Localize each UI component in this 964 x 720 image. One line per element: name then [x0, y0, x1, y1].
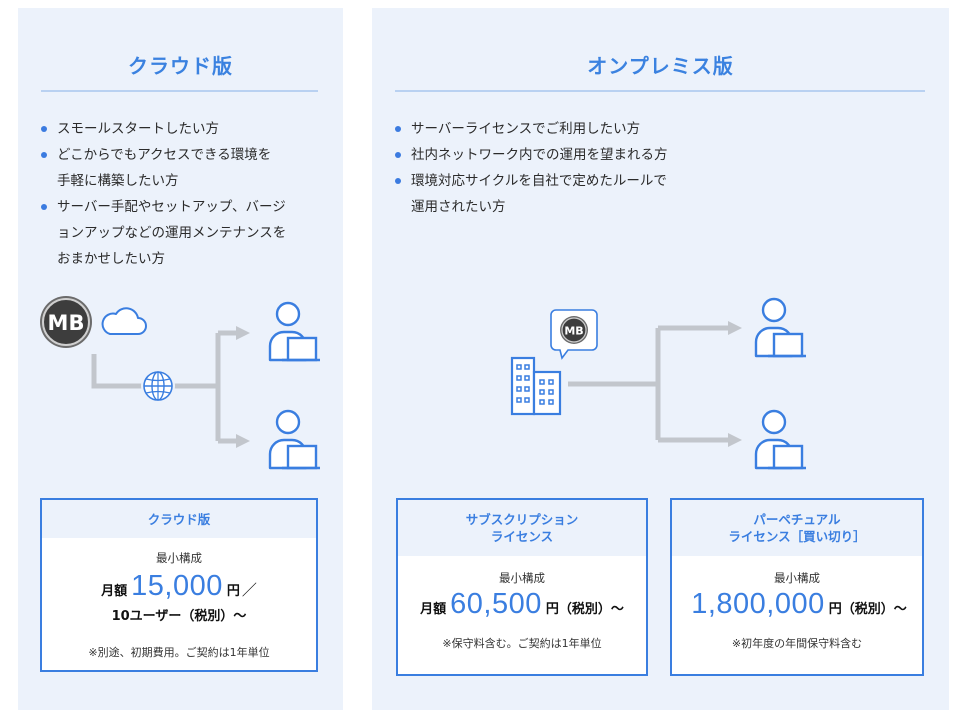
price-unit: 円（税別）～: [545, 602, 624, 617]
cloud-title: クラウド版: [128, 54, 233, 78]
user-pc-icon: [754, 409, 806, 470]
cloud-icon: [101, 307, 147, 335]
subscription-price-body: 最小構成 月額 60,500 円（税別）～ ※保守料含む。ご契約は1年単位: [398, 556, 646, 651]
cloud-feature-item: サーバー手配やセットアップ、バージ ョンアップなどの運用メンテナンスを おまかせ…: [41, 194, 331, 272]
arrow-head-bottom: [236, 434, 250, 448]
onprem-feature-item: 社内ネットワーク内での運用を望まれる方: [395, 142, 915, 168]
connector-lines: [91, 330, 236, 444]
onprem-feature-list: サーバーライセンスでご利用したい方 社内ネットワーク内での運用を望まれる方 環境…: [395, 116, 915, 220]
price-amount: 1,800,000: [691, 588, 825, 620]
onprem-feature-item: 環境対応サイクルを自社で定めたルールで 運用されたい方: [395, 168, 915, 220]
min-config-label: 最小構成: [499, 571, 545, 585]
price-amount: 15,000: [131, 570, 223, 602]
cloud-price-body: 最小構成 月額 15,000 円 ／ 10ユーザー（税別）～ ※別途、初期費用。…: [42, 538, 316, 660]
cloud-price-header: クラウド版: [42, 500, 316, 538]
globe-icon: [141, 369, 175, 403]
price-unit: 円: [226, 584, 240, 599]
mb-logo-icon: MB: [560, 316, 588, 344]
arrow-head-top: [236, 326, 250, 340]
onprem-title-divider: [395, 90, 925, 92]
onprem-diagram: MB: [510, 297, 806, 470]
price-note: ※初年度の年間保守料含む: [731, 637, 863, 650]
perpetual-price-box: パーペチュアル ライセンス［買い切り］ 最小構成 1,800,000 円（税別）…: [670, 498, 924, 676]
cloud-panel: クラウド版 スモールスタートしたい方 どこからでもアクセスできる環境を 手軽に構…: [18, 8, 343, 710]
connector-lines: [568, 325, 730, 443]
price-prefix: 月額: [420, 602, 447, 617]
min-config-label: 最小構成: [156, 551, 202, 565]
price-note: ※別途、初期費用。ご契約は1年単位: [88, 646, 270, 659]
cloud-price-row: 月額 15,000 円 ／: [42, 570, 316, 603]
price-suffix: 10ユーザー（税別）～: [111, 609, 247, 624]
price-amount: 60,500: [450, 588, 542, 620]
mb-logo-text: MB: [564, 325, 583, 338]
subscription-price-row: 月額 60,500 円（税別）～: [398, 588, 646, 621]
cloud-diagram: MB: [40, 296, 320, 470]
cloud-feature-item: スモールスタートしたい方: [41, 116, 331, 142]
subscription-price-box: サブスクリプション ライセンス 最小構成 月額 60,500 円（税別）～ ※保…: [396, 498, 648, 676]
user-pc-icon: [268, 409, 320, 470]
cloud-price-box: クラウド版 最小構成 月額 15,000 円 ／ 10ユーザー（税別）～ ※別途…: [40, 498, 318, 672]
perpetual-price-header: パーペチュアル ライセンス［買い切り］: [672, 500, 922, 556]
user-pc-icon: [754, 297, 806, 358]
subscription-price-header: サブスクリプション ライセンス: [398, 500, 646, 556]
cloud-feature-list: スモールスタートしたい方 どこからでもアクセスできる環境を 手軽に構築したい方 …: [41, 116, 331, 272]
price-slash: ／: [241, 581, 257, 599]
price-prefix: 月額: [101, 584, 128, 599]
onprem-title: オンプレミス版: [587, 54, 734, 78]
cloud-feature-item: どこからでもアクセスできる環境を 手軽に構築したい方: [41, 142, 331, 194]
arrow-head-top: [728, 321, 742, 335]
user-pc-icon: [268, 301, 320, 362]
price-unit: 円（税別）～: [828, 602, 907, 617]
onprem-panel: オンプレミス版 サーバーライセンスでご利用したい方 社内ネットワーク内での運用を…: [372, 8, 949, 710]
perpetual-price-body: 最小構成 1,800,000 円（税別）～ ※初年度の年間保守料含む: [672, 556, 922, 651]
min-config-label: 最小構成: [774, 571, 820, 585]
office-building-icon: [510, 356, 562, 416]
cloud-title-divider: [41, 90, 318, 92]
arrow-head-bottom: [728, 433, 742, 447]
onprem-feature-item: サーバーライセンスでご利用したい方: [395, 116, 915, 142]
perpetual-price-row: 1,800,000 円（税別）～: [672, 588, 922, 621]
speech-bubble-icon: MB: [550, 309, 598, 360]
mb-logo-text: MB: [48, 311, 85, 335]
price-note: ※保守料含む。ご契約は1年単位: [442, 637, 602, 650]
mb-logo-icon: MB: [40, 296, 92, 348]
